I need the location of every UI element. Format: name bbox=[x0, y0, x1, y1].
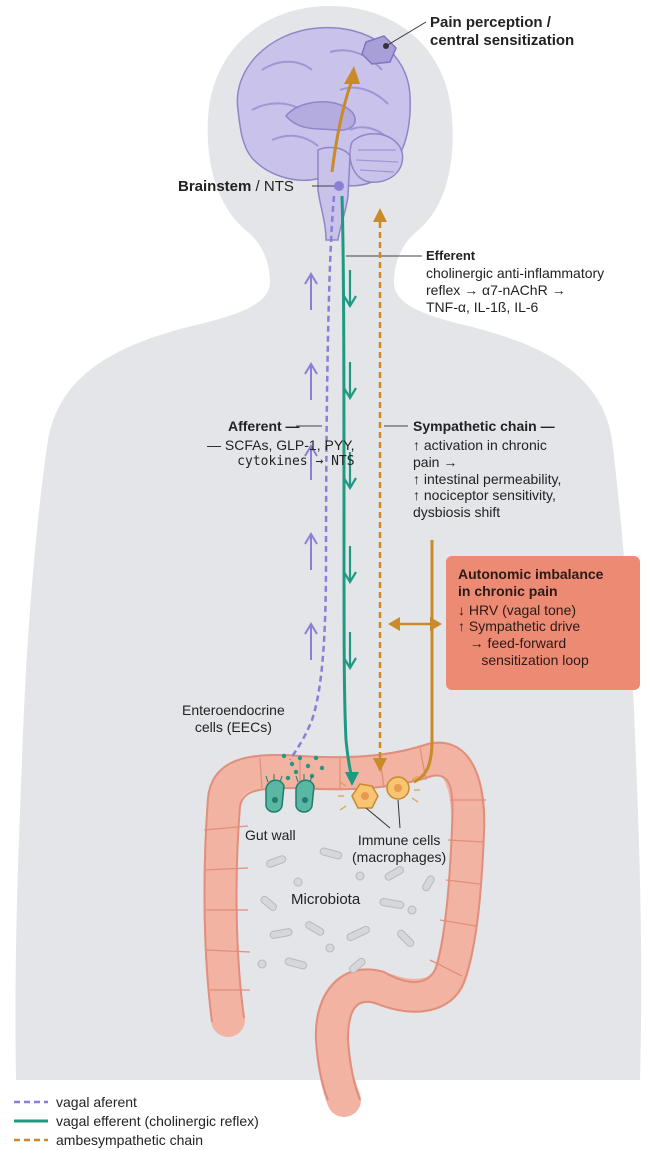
legend-swatch-sympathetic bbox=[12, 1133, 50, 1147]
pain-perception-label: Pain perception / central sensitization bbox=[430, 14, 574, 50]
efferent-title: Efferent bbox=[426, 248, 475, 264]
afferent-description: — SCFAs, GLP-1, PYY, cytokines → NTS bbox=[207, 437, 355, 469]
legend-label-afferent: vagal aferent bbox=[56, 1094, 137, 1110]
sympathetic-description: ↑ activation in chronic pain → ↑ intesti… bbox=[413, 437, 561, 521]
eec-label: Enteroendocrine cells (EECs) bbox=[182, 702, 285, 736]
legend-label-sympathetic: ambesympathetic chain bbox=[56, 1132, 203, 1148]
legend-label-efferent: vagal efferent (cholinergic reflex) bbox=[56, 1113, 259, 1129]
nts-node bbox=[334, 181, 344, 191]
legend-item-afferent: vagal aferent bbox=[12, 1092, 259, 1111]
afferent-description-line-1: — SCFAs, GLP-1, PYY, bbox=[207, 437, 355, 454]
legend-item-efferent: vagal efferent (cholinergic reflex) bbox=[12, 1111, 259, 1130]
brainstem-label: Brainstem / NTS bbox=[178, 178, 294, 196]
autonomic-imbalance-box: Autonomic imbalance in chronic pain ↓ HR… bbox=[446, 556, 640, 690]
efferent-description: cholinergic anti-inflammatory reflex → α… bbox=[426, 265, 604, 315]
microbiota-label: Microbiota bbox=[291, 891, 360, 909]
sympathetic-title: Sympathetic chain — bbox=[413, 418, 555, 435]
legend: vagal aferent vagal efferent (cholinergi… bbox=[12, 1092, 259, 1149]
legend-item-sympathetic: ambesympathetic chain bbox=[12, 1130, 259, 1149]
imbalance-description: ↓ HRV (vagal tone) ↑ Sympathetic drive →… bbox=[458, 602, 630, 669]
nts-label: / NTS bbox=[251, 178, 294, 195]
legend-swatch-efferent bbox=[12, 1114, 50, 1128]
imbalance-title: Autonomic imbalance in chronic pain bbox=[458, 566, 630, 600]
brainstem-title: Brainstem bbox=[178, 178, 251, 195]
gut-wall-label: Gut wall bbox=[245, 827, 296, 844]
legend-swatch-afferent bbox=[12, 1095, 50, 1109]
afferent-title: Afferent — bbox=[228, 418, 300, 435]
afferent-description-line-2: cytokines → NTS bbox=[207, 454, 355, 470]
immune-cells-label: Immune cells (macrophages) bbox=[352, 832, 446, 866]
